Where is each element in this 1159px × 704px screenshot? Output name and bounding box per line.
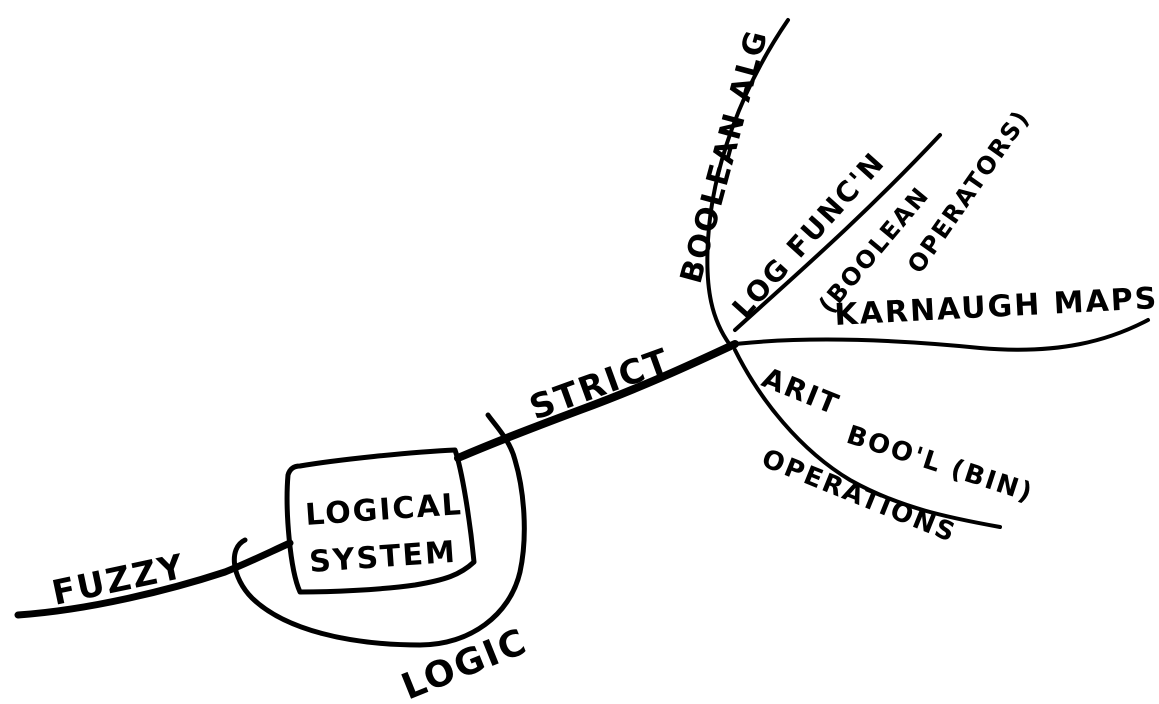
fuzzy-branch-line bbox=[14, 539, 294, 619]
central-node-label-line2: SYSTEM bbox=[308, 535, 458, 580]
central-node-label-line1: LOGICAL bbox=[304, 487, 464, 533]
logic-loop-line bbox=[231, 412, 527, 648]
karnaugh-branch-line bbox=[733, 318, 1150, 352]
boolean-alg-label: BOOLEAN ALG bbox=[674, 26, 775, 287]
central-node-box bbox=[284, 447, 477, 595]
log-func-branch-line bbox=[733, 133, 942, 332]
arit-label: ARIT bbox=[757, 361, 844, 422]
boolean-alg-branch-line bbox=[705, 18, 790, 347]
strict-label: STRICT bbox=[524, 341, 675, 429]
logic-label: LOGIC bbox=[396, 621, 533, 704]
strict-branch-line bbox=[454, 340, 739, 462]
arit-branch-line bbox=[733, 348, 1002, 529]
karnaugh-label: KARNAUGH MAPS bbox=[834, 281, 1159, 333]
